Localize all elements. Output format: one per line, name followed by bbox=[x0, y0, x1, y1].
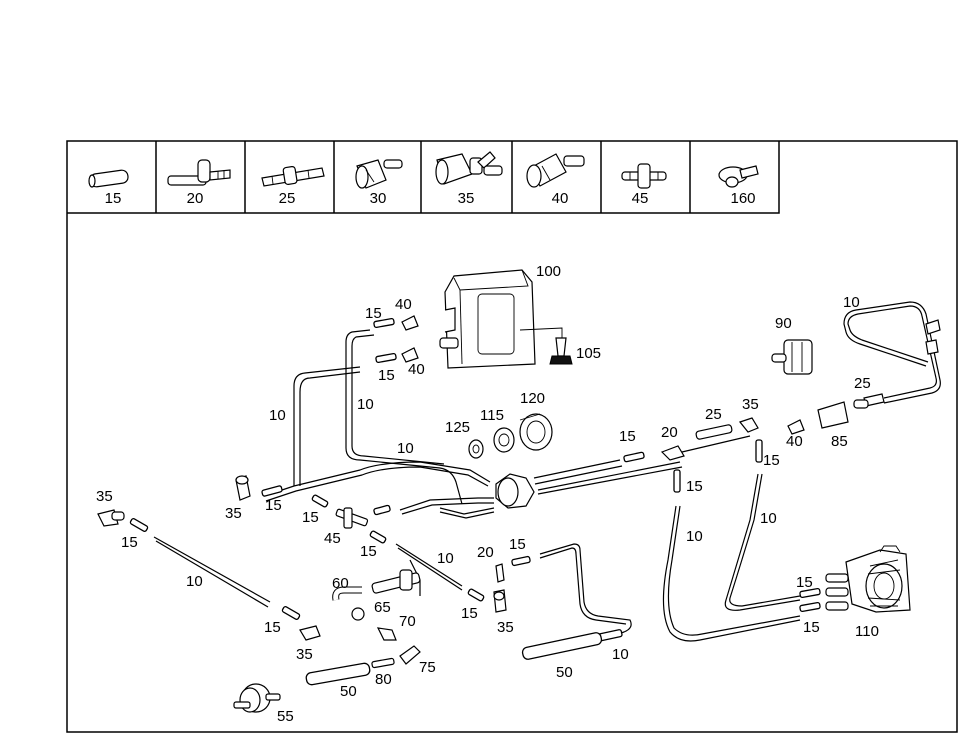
callout-35: 35 bbox=[497, 619, 514, 636]
large-hoses bbox=[305, 632, 603, 686]
callout-15: 15 bbox=[378, 367, 395, 384]
vacuum-reservoir bbox=[439, 269, 563, 369]
callout-15: 15 bbox=[796, 574, 813, 591]
mounting-screw bbox=[549, 337, 573, 365]
callout-15: 15 bbox=[763, 452, 780, 469]
callout-25: 25 bbox=[705, 406, 722, 423]
callout-25: 25 bbox=[854, 375, 871, 392]
callout-70: 70 bbox=[399, 613, 416, 630]
callout-100: 100 bbox=[536, 263, 561, 280]
callout-15: 15 bbox=[365, 305, 382, 322]
small-valves bbox=[97, 315, 941, 713]
angled-check-valve-icon bbox=[435, 151, 503, 185]
callout-90: 90 bbox=[775, 315, 792, 332]
callout-120: 120 bbox=[520, 390, 545, 407]
callout-10: 10 bbox=[843, 294, 860, 311]
callout-10: 10 bbox=[397, 440, 414, 457]
check-valve-icon bbox=[355, 159, 403, 189]
callout-45: 45 bbox=[324, 530, 341, 547]
nozzle-valve-icon bbox=[526, 153, 585, 188]
parts-legend: 15 20 25 30 bbox=[67, 141, 780, 214]
callout-10: 10 bbox=[269, 407, 286, 424]
callout-80: 80 bbox=[375, 671, 392, 688]
straight-connector-icon bbox=[261, 165, 325, 187]
tee-piece-icon bbox=[621, 163, 667, 189]
callout-10: 10 bbox=[437, 550, 454, 567]
callout-60: 60 bbox=[332, 575, 349, 592]
callout-125: 125 bbox=[445, 419, 470, 436]
legend-number-20: 20 bbox=[187, 190, 204, 207]
cap-assembly bbox=[468, 413, 553, 459]
legend-number-45: 45 bbox=[632, 190, 649, 207]
callout-10: 10 bbox=[186, 573, 203, 590]
legend-number-25: 25 bbox=[279, 190, 296, 207]
callout-40: 40 bbox=[786, 433, 803, 450]
callout-40: 40 bbox=[395, 296, 412, 313]
legend-number-40: 40 bbox=[552, 190, 569, 207]
callout-15: 15 bbox=[803, 619, 820, 636]
callout-75: 75 bbox=[419, 659, 436, 676]
callout-10: 10 bbox=[686, 528, 703, 545]
callout-35: 35 bbox=[225, 505, 242, 522]
callout-50: 50 bbox=[556, 664, 573, 681]
central-connector bbox=[495, 473, 535, 509]
callout-10: 10 bbox=[760, 510, 777, 527]
vacuum-lines bbox=[153, 301, 941, 642]
callout-105: 105 bbox=[576, 345, 601, 362]
callout-85: 85 bbox=[831, 433, 848, 450]
tee-connector-icon bbox=[167, 159, 231, 186]
callout-35: 35 bbox=[296, 646, 313, 663]
callout-15: 15 bbox=[121, 534, 138, 551]
legend-number-15: 15 bbox=[105, 190, 122, 207]
callout-15: 15 bbox=[360, 543, 377, 560]
callout-15: 15 bbox=[264, 619, 281, 636]
callout-15: 15 bbox=[686, 478, 703, 495]
callout-numbers: 100 105 15 40 15 40 10 10 10 125 115 120… bbox=[96, 263, 879, 725]
callout-15: 15 bbox=[461, 605, 478, 622]
callout-15: 15 bbox=[619, 428, 636, 445]
callout-50: 50 bbox=[340, 683, 357, 700]
hose-segments bbox=[129, 317, 821, 642]
callout-15: 15 bbox=[509, 536, 526, 553]
legend-number-160: 160 bbox=[730, 190, 755, 207]
callout-40: 40 bbox=[408, 361, 425, 378]
hose-sleeve-icon bbox=[88, 169, 129, 188]
callout-20: 20 bbox=[661, 424, 678, 441]
vacuum-pump-unit bbox=[825, 545, 911, 613]
callout-55: 55 bbox=[277, 708, 294, 725]
callout-35: 35 bbox=[96, 488, 113, 505]
callout-15: 15 bbox=[302, 509, 319, 526]
legend-number-35: 35 bbox=[458, 190, 475, 207]
hose-clip-icon bbox=[718, 165, 759, 188]
callout-20: 20 bbox=[477, 544, 494, 561]
callout-110: 110 bbox=[855, 623, 879, 640]
callout-65: 65 bbox=[374, 599, 391, 616]
callout-35: 35 bbox=[742, 396, 759, 413]
legend-number-30: 30 bbox=[370, 190, 387, 207]
callout-10: 10 bbox=[357, 396, 374, 413]
callout-15: 15 bbox=[265, 497, 282, 514]
callout-10: 10 bbox=[612, 646, 629, 663]
callout-115: 115 bbox=[480, 407, 504, 424]
